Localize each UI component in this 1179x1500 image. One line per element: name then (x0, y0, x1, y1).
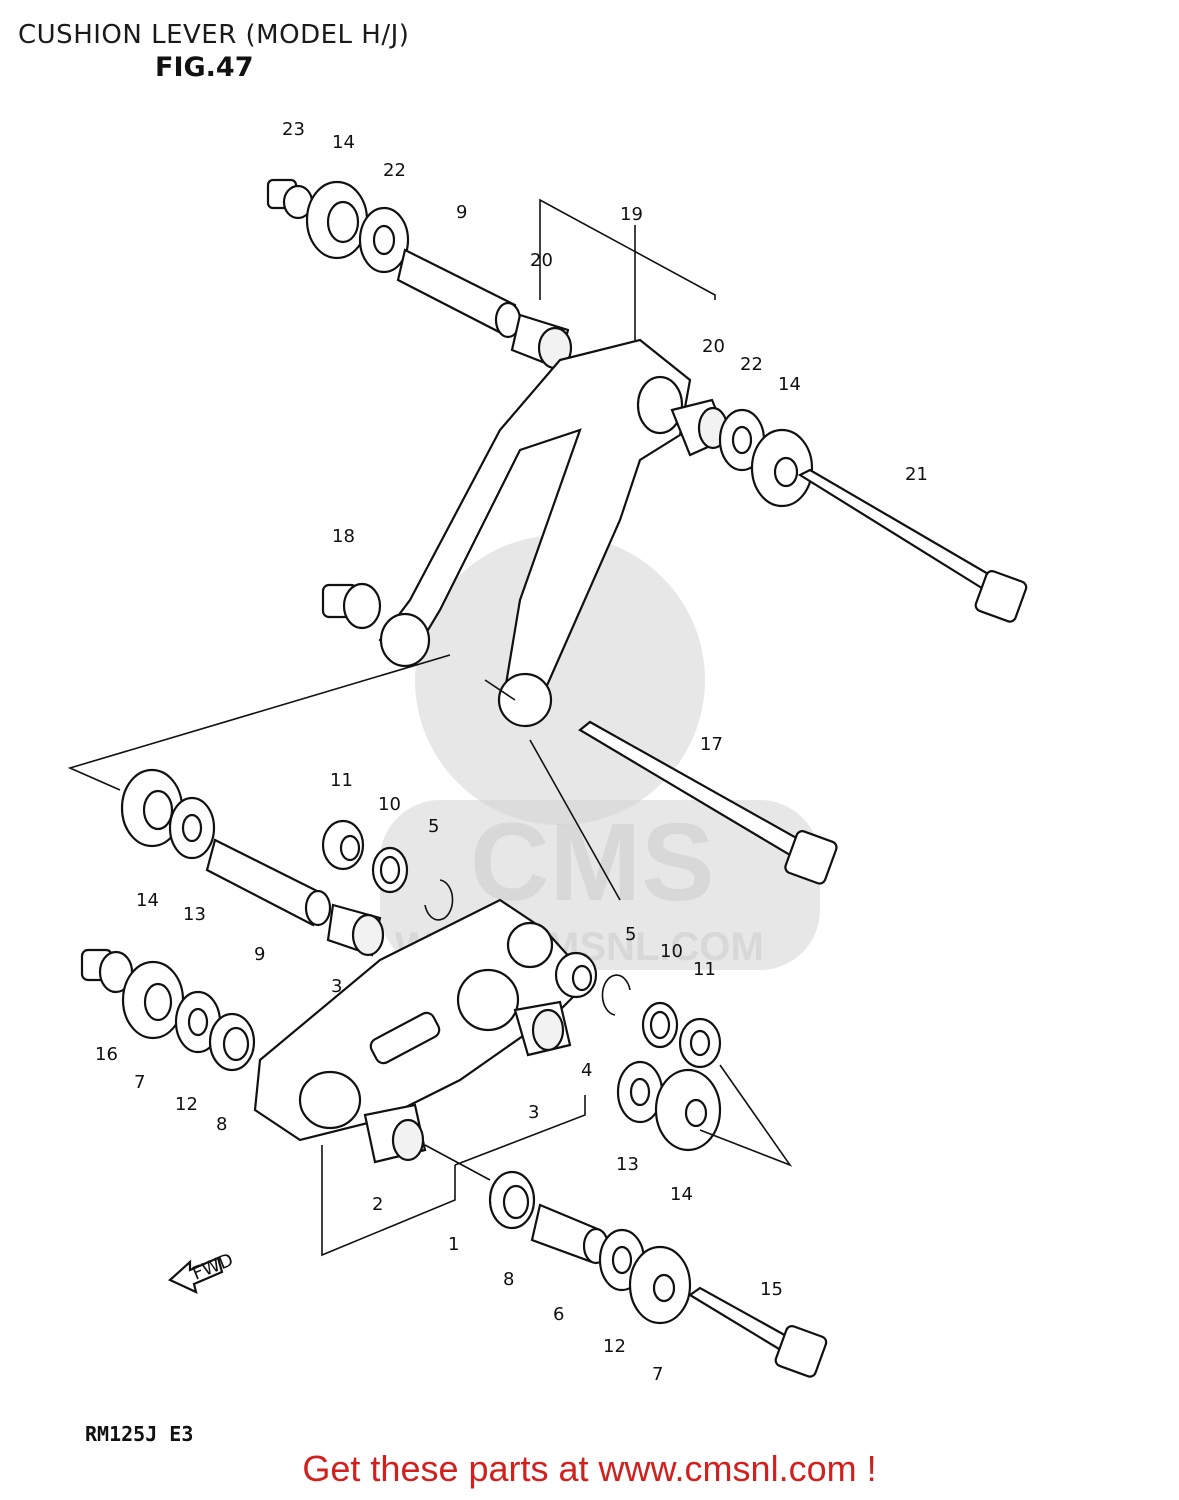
callout-label: 16 (95, 1044, 118, 1065)
callout-label: 1 (448, 1234, 459, 1255)
callout-label: 4 (581, 1060, 592, 1081)
callout-label: 10 (660, 941, 683, 962)
part-15-bolt[interactable] (687, 1286, 828, 1378)
callout-label: 17 (700, 734, 723, 755)
part-20-bearing-left[interactable] (510, 313, 573, 370)
model-code: RM125J E3 (85, 1422, 194, 1446)
callout-label: 23 (282, 119, 305, 140)
forward-direction-arrow: FWD (168, 1249, 237, 1294)
part-1-cushion-lever[interactable] (253, 898, 592, 1142)
part-8-seal[interactable] (208, 1012, 256, 1072)
part-3-bearing-lower[interactable] (513, 1000, 572, 1057)
part-11-collar-lower[interactable] (678, 1017, 722, 1069)
part-7-washer-lower[interactable] (628, 1245, 692, 1325)
part-14-dust-seal[interactable] (305, 180, 369, 260)
diagram-title: CUSHION LEVER (MODEL H/J) (18, 20, 410, 50)
part-14-dust-seal-lower[interactable] (120, 768, 184, 848)
callout-label: 13 (183, 904, 206, 925)
part-21-bolt[interactable] (797, 468, 1028, 623)
part-6-spacer[interactable] (530, 1203, 610, 1265)
part-5-circlip-lower[interactable] (601, 974, 631, 1016)
callout-label: 9 (456, 202, 467, 223)
part-9-spacer[interactable] (396, 248, 522, 339)
callout-label: 8 (503, 1269, 514, 1290)
part-7-washer[interactable] (121, 960, 185, 1040)
part-9-spacer-lower[interactable] (205, 838, 332, 927)
callout-label: 3 (528, 1102, 539, 1123)
part-8-seal-lower[interactable] (488, 1170, 536, 1230)
part-16-nut[interactable] (80, 948, 134, 994)
part-13-washer-lower[interactable] (616, 1060, 664, 1124)
callout-label: 14 (136, 890, 159, 911)
callout-label: 11 (330, 770, 353, 791)
part-23-nut[interactable] (266, 178, 314, 220)
callout-label: 20 (702, 336, 725, 357)
callout-label: 22 (383, 160, 406, 181)
callout-label: 5 (428, 816, 439, 837)
callout-label: 10 (378, 794, 401, 815)
part-13-washer[interactable] (168, 796, 216, 860)
callout-label: 18 (332, 526, 355, 547)
part-14-dust-seal-right[interactable] (750, 428, 814, 508)
part-3-bearing[interactable] (326, 903, 385, 957)
part-10-seal-lower[interactable] (641, 1001, 679, 1049)
callout-label: 5 (625, 924, 636, 945)
callout-label: 22 (740, 354, 763, 375)
part-14-dust-seal-lower-right[interactable] (654, 1068, 722, 1152)
callout-label: 19 (620, 204, 643, 225)
cta-link[interactable]: Get these parts at www.cmsnl.com ! (302, 1448, 877, 1489)
callout-label: 12 (603, 1336, 626, 1357)
part-5-circlip[interactable] (424, 879, 454, 921)
callout-label: 12 (175, 1094, 198, 1115)
callout-label: 20 (530, 250, 553, 271)
callout-label: 13 (616, 1154, 639, 1175)
callout-label: 9 (254, 944, 265, 965)
callout-label: 8 (216, 1114, 227, 1135)
callout-label: 11 (693, 959, 716, 980)
part-17-bolt[interactable] (578, 720, 838, 885)
callout-label: 14 (670, 1184, 693, 1205)
callout-label: 7 (134, 1072, 145, 1093)
callout-label: 14 (778, 374, 801, 395)
callout-label: 2 (372, 1194, 383, 1215)
callout-label: 14 (332, 132, 355, 153)
watermark-brand: CMS (470, 801, 714, 924)
part-11-collar[interactable] (321, 819, 365, 871)
fwd-label: FWD (190, 1249, 237, 1284)
part-18-nut[interactable] (321, 582, 382, 630)
callout-labels: 23 14 22 9 20 19 20 22 14 21 18 17 11 10… (95, 119, 928, 1385)
part-19-cushion-rod[interactable] (378, 338, 692, 728)
callout-label: 6 (553, 1304, 564, 1325)
figure-number: FIG.47 (155, 52, 254, 83)
part-22-washer[interactable] (358, 206, 410, 274)
part-10-seal[interactable] (371, 846, 409, 894)
callout-label: 15 (760, 1279, 783, 1300)
callout-label: 7 (652, 1364, 663, 1385)
callout-label: 3 (331, 976, 342, 997)
part-2-bearing[interactable] (363, 1103, 427, 1164)
part-4-collar[interactable] (554, 951, 598, 999)
exploded-parts-diagram: CMS WWW.CMSNL.COM (67, 119, 1028, 1385)
callout-label: 21 (905, 464, 928, 485)
